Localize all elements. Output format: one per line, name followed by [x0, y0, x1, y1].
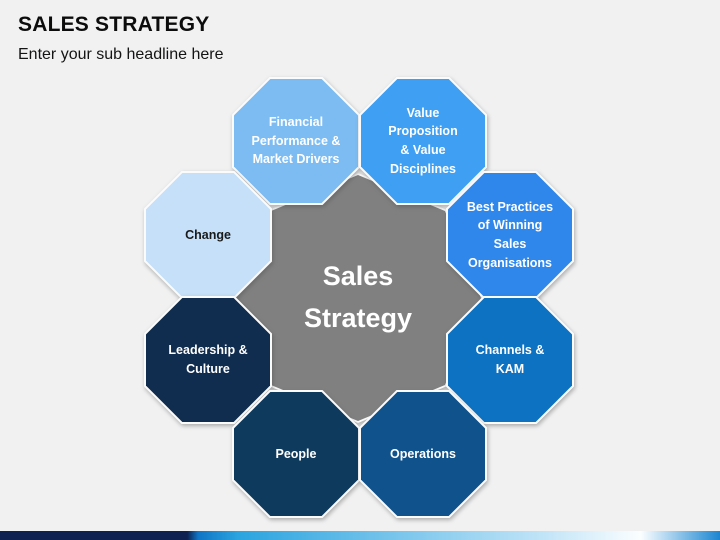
- octagon-channels-kam: Channels & KAM: [446, 296, 574, 424]
- octagon-people: People: [232, 390, 360, 518]
- octagon-label: Sales Strategy: [303, 261, 413, 333]
- octagon-label: Best Practices of Winning Sales Organisa…: [466, 199, 554, 270]
- octagon-label: Financial Performance & Market Drivers: [251, 114, 341, 167]
- footer-accent-bar: [0, 531, 720, 540]
- octagon-fill: [448, 298, 572, 422]
- octagon-operations: Operations: [359, 390, 487, 518]
- octagon-label: Change: [185, 227, 231, 242]
- octagon-fill: [234, 392, 358, 516]
- octagon-center-sales-strategy: Sales Strategy: [233, 173, 483, 423]
- octagon-fill: [361, 79, 485, 203]
- page-title: SALES STRATEGY: [18, 13, 210, 36]
- octagon-label: Value Proposition & Value Disciplines: [388, 105, 458, 176]
- octagon-leadership-culture: Leadership & Culture: [144, 296, 272, 424]
- octagon-change: Change: [144, 171, 272, 299]
- octagon-value-proposition: Value Proposition & Value Disciplines: [359, 77, 487, 205]
- page-subtitle: Enter your sub headline here: [18, 46, 224, 63]
- octagon-fill: [234, 79, 358, 203]
- octagon-fill: [146, 173, 270, 297]
- octagon-label: Channels & KAM: [475, 343, 545, 376]
- octagon-label: Leadership & Culture: [168, 343, 248, 376]
- octagon-fill: [361, 392, 485, 516]
- octagon-label: Operations: [390, 446, 456, 461]
- octagon-financial-performance: Financial Performance & Market Drivers: [232, 77, 360, 205]
- octagon-best-practices: Best Practices of Winning Sales Organisa…: [446, 171, 574, 299]
- octagon-label: People: [275, 446, 317, 461]
- octagon-fill: [235, 175, 481, 421]
- octagon-fill: [146, 298, 270, 422]
- octagon-fill: [448, 173, 572, 297]
